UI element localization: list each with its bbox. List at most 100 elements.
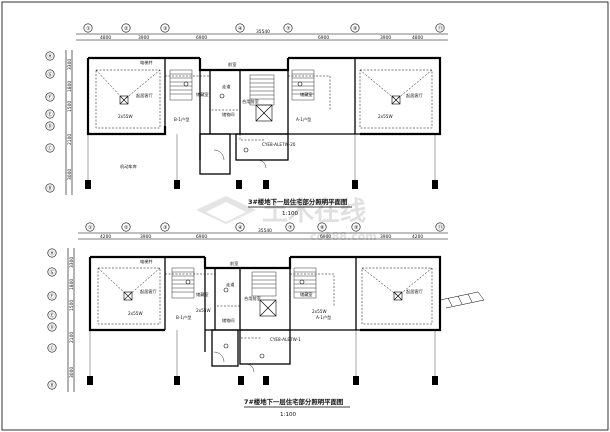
watermark-logo-icon xyxy=(196,196,256,224)
axis-label: ① xyxy=(88,225,93,231)
axis-label: ⑦ xyxy=(286,26,291,32)
axis-label: ③ xyxy=(163,26,167,32)
axis-bubble xyxy=(45,183,55,193)
axis-bubble xyxy=(47,343,57,353)
axis-bubble xyxy=(83,23,93,33)
axis-label: Ⓑ xyxy=(50,382,55,389)
axis-bubble xyxy=(160,222,170,232)
axis-label: ④ xyxy=(238,26,243,32)
dimension: 6900 xyxy=(318,35,329,41)
unit-type: A-1户型 xyxy=(296,116,311,123)
axis-bubble xyxy=(47,310,57,320)
stair xyxy=(171,267,317,299)
axis-label: Ⓓ xyxy=(50,324,55,331)
room-label: 起居客厅 xyxy=(406,288,423,295)
axis-bubble xyxy=(45,69,55,79)
dimension: 3000 xyxy=(69,367,75,378)
room-label: 前室 xyxy=(228,61,236,68)
dimension: 3900 xyxy=(380,35,391,41)
plan-upper: ① ② ③ ④ ⑦ ⑨ ⑪ 35540 4800 3900 6900 6900 … xyxy=(45,23,448,217)
room-label: 走道 xyxy=(222,83,231,90)
room-label: 走道 xyxy=(226,281,235,288)
axis-label: ⑧ xyxy=(320,225,325,231)
total-dimension: 35540 xyxy=(258,228,272,234)
axis-label: Ⓓ xyxy=(48,123,53,130)
room-label: 储物间 xyxy=(222,111,235,118)
dimension: 1500 xyxy=(67,101,73,112)
dimension: 1500 xyxy=(69,300,75,311)
axis-label: ① xyxy=(86,26,91,32)
axis-bubble xyxy=(47,248,57,258)
axis-label: Ⓒ xyxy=(48,145,53,152)
lamp-icon xyxy=(123,279,403,359)
top-axis-row xyxy=(85,222,445,232)
dimension: 1800 xyxy=(67,81,73,92)
axis-label: Ⓖ xyxy=(48,71,53,78)
axis-label: Ⓖ xyxy=(50,269,55,276)
lamp-icon xyxy=(119,81,401,153)
watermark-text: 土木在线 xyxy=(262,197,366,227)
lamp-rating: 2x55W xyxy=(312,309,327,314)
plan-scale: 1:100 xyxy=(280,412,297,418)
dimension: 2100 xyxy=(69,332,75,343)
room-label: 机动车库 xyxy=(120,163,137,170)
dimension: 4200 xyxy=(100,234,111,240)
dimension: 2100 xyxy=(67,134,73,145)
stair xyxy=(169,69,315,106)
axis-label: Ⓔ xyxy=(50,312,55,319)
elevator xyxy=(255,104,273,122)
dimension: 3900 xyxy=(140,234,151,240)
left-axis-column xyxy=(47,248,57,390)
dimension: 4800 xyxy=(412,35,423,41)
dimension: 4800 xyxy=(100,35,111,41)
room-label: 前室 xyxy=(230,260,238,267)
axis-bubble xyxy=(350,23,360,33)
door xyxy=(213,351,255,373)
dimension: 3000 xyxy=(67,169,73,180)
axis-bubble xyxy=(45,51,55,61)
axis-bubble xyxy=(435,23,445,33)
cable-tag: CYE8-ALE7W-20 xyxy=(262,142,296,147)
axis-bubble xyxy=(160,23,170,33)
top-axis-row xyxy=(83,23,445,33)
plan-title: 3#楼地下一层住宅部分照明平面图 xyxy=(248,197,347,206)
axis-label: Ⓗ xyxy=(48,53,53,60)
axis-label: Ⓑ xyxy=(48,185,53,192)
dimension: 3300 xyxy=(67,59,73,70)
column xyxy=(87,376,438,385)
axis-label: ④ xyxy=(238,225,243,231)
room-label: 电梯井 xyxy=(140,258,153,265)
room-label: 储藏室 xyxy=(300,291,313,298)
axis-bubble xyxy=(285,222,295,232)
axis-bubble xyxy=(235,222,245,232)
axis-bubble xyxy=(45,143,55,153)
axis-bubble xyxy=(283,23,293,33)
lamp-rating: 2x55W xyxy=(196,308,211,313)
lamp-rating: 2x55W xyxy=(378,114,393,119)
axis-bubble xyxy=(235,23,245,33)
door xyxy=(213,149,267,169)
axis-label: ② xyxy=(124,225,129,231)
unit-type: A-1户型 xyxy=(316,314,331,321)
axis-bubble xyxy=(45,121,55,131)
wiring xyxy=(95,69,433,141)
axis-bubble xyxy=(85,222,95,232)
room-label: 合用前室 xyxy=(244,295,261,302)
dimension: 6900 xyxy=(196,234,207,240)
room-label: 合用前室 xyxy=(242,98,259,105)
room-label: 储藏室 xyxy=(300,91,313,98)
ramp xyxy=(439,291,485,309)
plan-title: 7#楼地下一层住宅部分照明平面图 xyxy=(244,397,343,406)
elevator xyxy=(259,299,277,317)
column xyxy=(85,180,438,189)
axis-label: Ⓕ xyxy=(50,293,55,300)
dimension: 3900 xyxy=(138,35,149,41)
room-label: 起居客厅 xyxy=(140,288,157,295)
total-dimension: 35540 xyxy=(256,29,270,35)
cable-tag: CYE8-ALE7W-1 xyxy=(270,337,301,342)
dimension: 1800 xyxy=(69,279,75,290)
axis-bubble xyxy=(47,291,57,301)
axis-label: ② xyxy=(124,26,129,32)
